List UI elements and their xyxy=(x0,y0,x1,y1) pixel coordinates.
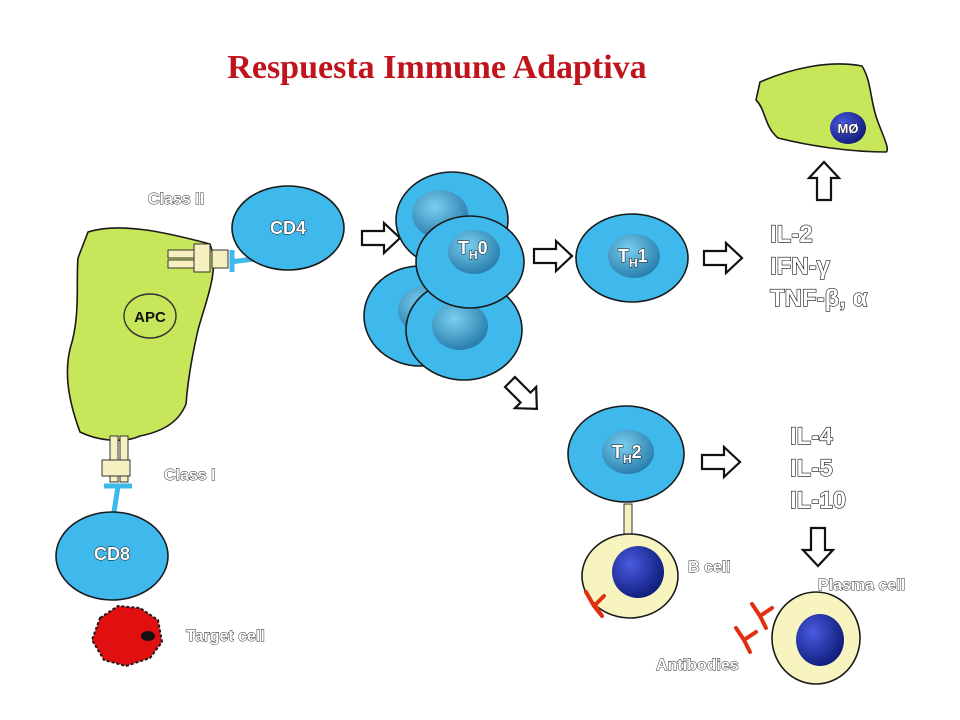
macrophage-nucleus xyxy=(830,112,866,144)
cd8-label: CD8 xyxy=(94,544,130,564)
th0-nucleus xyxy=(448,230,500,274)
cytokine-il2: IL-2 xyxy=(770,221,813,248)
cytokine-il5: IL-5 xyxy=(790,455,833,482)
arrow-to-th1 xyxy=(532,239,574,273)
macrophage-cell xyxy=(755,63,889,153)
b-cell-label: B cell xyxy=(688,559,731,576)
antibody-2 xyxy=(734,626,758,654)
mhc-class-i xyxy=(101,435,131,483)
arrow-th1-to-cytokines xyxy=(702,241,744,275)
cytokine-tnf: TNF-β, α xyxy=(770,285,868,312)
page-title: Respuesta Immune Adaptiva xyxy=(227,49,646,86)
th2-b-connector xyxy=(623,503,633,539)
plasma-cell-nucleus xyxy=(796,614,844,666)
th1-nucleus xyxy=(608,234,660,278)
cd8-cell xyxy=(55,511,169,601)
target-cell xyxy=(90,604,164,668)
class-ii-label: Class II xyxy=(148,191,204,208)
arrow-to-macrophage xyxy=(806,160,842,202)
cytokine-il10: IL-10 xyxy=(790,487,846,514)
th2-nucleus xyxy=(602,430,654,474)
antibodies-label: Antibodies xyxy=(656,657,739,674)
cd4-cell xyxy=(231,185,345,271)
th0-label: TH0 xyxy=(458,238,488,262)
antibody-1 xyxy=(750,602,774,630)
b-cell-antibody xyxy=(584,590,606,618)
target-nucleus xyxy=(141,631,155,641)
apc-label: APC xyxy=(134,309,166,326)
arrow-th2-to-cytokines xyxy=(700,445,742,479)
tcr-cd8 xyxy=(104,483,132,513)
b-cell-nucleus xyxy=(612,546,664,598)
arrow-to-th2 xyxy=(503,375,539,411)
th1-label: TH1 xyxy=(618,246,648,270)
class-i-label: Class I xyxy=(164,467,216,484)
apc-nucleus xyxy=(123,293,177,339)
arrow-cd4-to-th0 xyxy=(360,221,402,255)
macrophage-label: MØ xyxy=(838,121,859,136)
cd4-label: CD4 xyxy=(270,218,306,238)
th2-label: TH2 xyxy=(612,442,642,466)
cytokine-ifn-gamma: IFN-γ xyxy=(770,253,831,280)
mhc-class-ii xyxy=(167,243,229,273)
plasma-cell-label: Plasma cell xyxy=(818,577,905,594)
target-cell-label: Target cell xyxy=(186,628,265,645)
cytokine-il4: IL-4 xyxy=(790,423,833,450)
arrow-to-plasma-cell xyxy=(800,526,836,568)
